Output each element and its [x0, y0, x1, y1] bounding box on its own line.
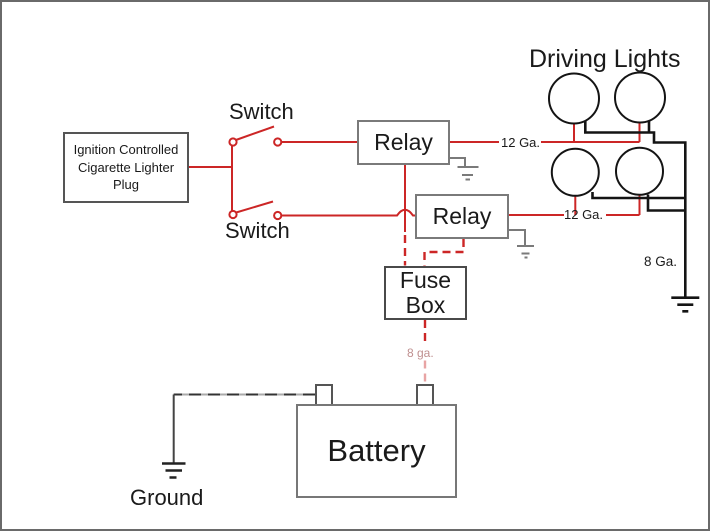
- wire-light4-ground: [646, 194, 686, 212]
- gauge-label-ground-wire: 8 Ga.: [644, 254, 678, 269]
- ignition-plug-label-line1: Ignition Controlled: [73, 142, 179, 158]
- battery-label: Battery: [327, 433, 426, 468]
- driving-light-lamps: [548, 71, 666, 197]
- lights-ground-wire-group: [584, 120, 700, 313]
- wire-plug-to-switches: [189, 142, 233, 215]
- ignition-plug-label-line3: Plug: [112, 177, 140, 193]
- relay-bottom-label: Relay: [432, 203, 492, 229]
- switch-contacts: [228, 137, 283, 221]
- relay-top-box: Relay: [357, 120, 450, 165]
- relay-bottom-ground-wire: [509, 229, 534, 259]
- ground-symbol-right: [671, 296, 700, 313]
- ground-label: Ground: [130, 485, 204, 510]
- fuse-box-label-line1: Fuse: [399, 266, 452, 293]
- gauge-label-bottom-lights: 12 Ga.: [564, 207, 604, 222]
- power-wire-group: [189, 122, 641, 345]
- driving-light-lamp-4: [615, 146, 664, 196]
- driving-light-lamp-3: [550, 147, 600, 197]
- ignition-plug-box: Ignition Controlled Cigarette Lighter Pl…: [63, 132, 189, 203]
- relay-top-label: Relay: [374, 129, 433, 155]
- switch-top-contact-left: [228, 137, 238, 147]
- battery-terminal-negative: [315, 384, 333, 406]
- battery-ground-group: [162, 393, 315, 479]
- wire-light3-ground: [591, 192, 686, 200]
- switch-top-label: Switch: [229, 99, 294, 124]
- fuse-box-label-line2: Box: [405, 292, 446, 318]
- wire-relay-bottom-to-fuse-dashed: [423, 239, 465, 266]
- driving-light-lamp-1: [548, 72, 600, 125]
- wire-relay-top-to-top-lights: [450, 122, 641, 143]
- switch-bottom-lever: [234, 200, 274, 214]
- fuse-box: Fuse Box: [384, 266, 467, 320]
- ignition-plug-label-line2: Cigarette Lighter: [77, 159, 175, 175]
- battery-terminal-positive: [416, 384, 434, 406]
- driving-light-lamp-2: [614, 71, 666, 124]
- switch-bottom-label: Switch: [225, 218, 290, 243]
- wire-switch-bottom-to-relay-bottom: [282, 208, 416, 217]
- switch-top-contact-right: [273, 137, 283, 147]
- battery-box: Battery: [296, 404, 457, 498]
- switch-bottom-contact-right: [273, 210, 283, 221]
- relay-top-ground-wire: [450, 157, 479, 181]
- relay-ground-group: [450, 157, 534, 259]
- gauge-label-top-lights: 12 Ga.: [501, 135, 541, 150]
- switch-top-lever: [234, 125, 275, 142]
- diagram-title: Driving Lights: [529, 45, 681, 73]
- wire-light1-ground: [584, 120, 687, 298]
- switch-bottom-contact-left: [228, 209, 238, 220]
- ground-symbol-left: [162, 462, 186, 479]
- wire-relay-bottom-to-bottom-lights: [509, 194, 641, 216]
- relay-bottom-box: Relay: [415, 194, 509, 239]
- gauge-label-battery-wire: 8 ga.: [407, 346, 434, 360]
